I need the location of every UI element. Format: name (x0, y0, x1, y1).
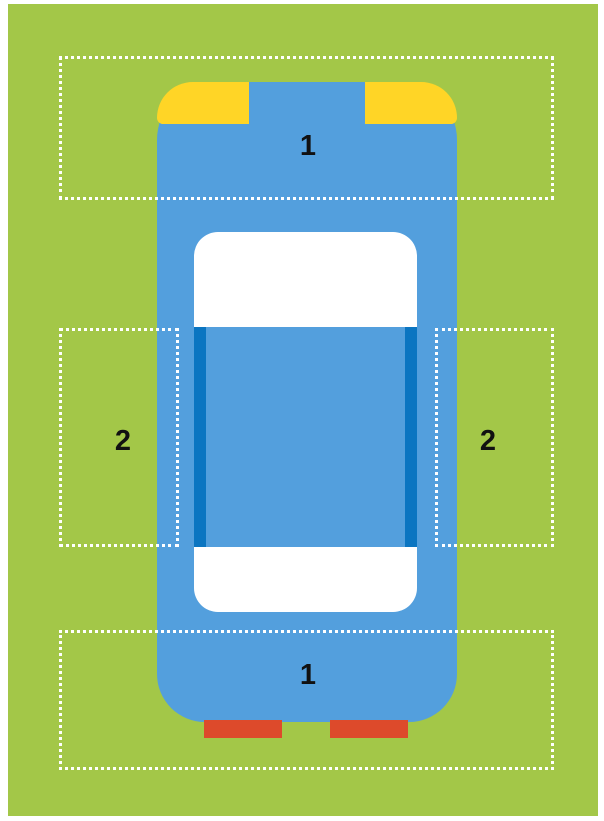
diagram-canvas: 1 1 2 2 (8, 4, 598, 816)
right-door (405, 327, 417, 547)
front-zone-label: 1 (288, 132, 328, 161)
left-door (194, 327, 206, 547)
left-zone-label: 2 (103, 427, 143, 456)
rear-zone-label: 1 (288, 661, 328, 690)
front-zone (59, 56, 554, 200)
rear-zone (59, 630, 554, 770)
roof (194, 327, 417, 547)
right-zone-label: 2 (468, 427, 508, 456)
